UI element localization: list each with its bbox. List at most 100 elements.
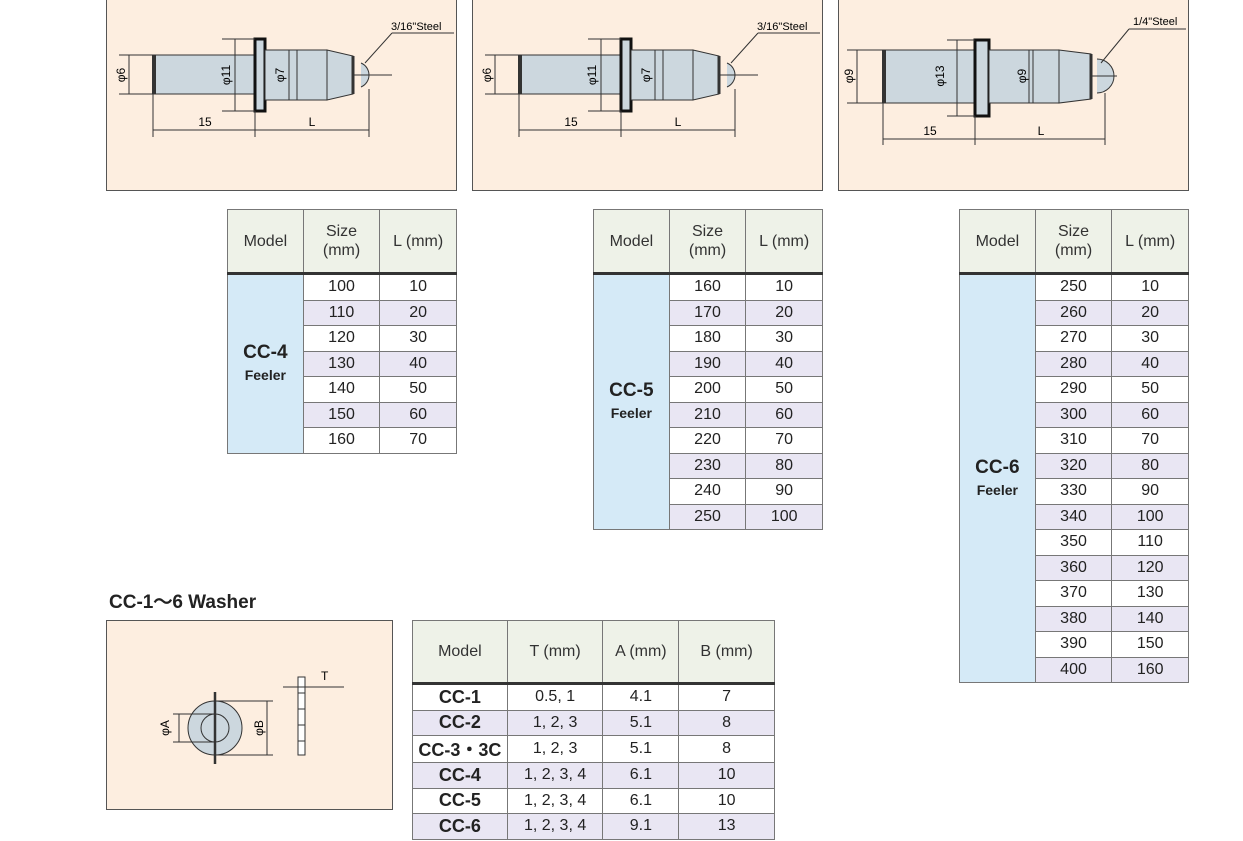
dim-shank: φ9 [842, 68, 856, 83]
dim-variable-length: L [675, 115, 682, 129]
size-cell: 360 [1034, 554, 1113, 581]
size-cell: 330 [1034, 478, 1113, 505]
b-cell: 10 [678, 762, 775, 789]
size-cell: 140 [302, 376, 381, 403]
size-cell: 310 [1034, 427, 1113, 454]
l-cell: 20 [745, 299, 823, 326]
table-header: Model T (mm) A (mm) B (mm) [412, 620, 775, 685]
model-name: CC-6 [975, 456, 1020, 478]
a-cell: 4.1 [602, 683, 680, 711]
size-cell: 190 [668, 350, 747, 377]
washer-drawing: T φA φB [158, 669, 344, 764]
dim-inner-diameter: φA [158, 720, 172, 736]
size-cell: 250 [1034, 273, 1113, 301]
header-model: Model [412, 620, 508, 685]
l-cell: 90 [745, 478, 823, 505]
dim-variable-length: L [309, 115, 316, 129]
size-cell: 160 [668, 273, 747, 301]
size-cell: 220 [668, 427, 747, 454]
dim-thickness: T [321, 669, 329, 683]
table-header: Model Size(mm) L (mm) [959, 209, 1189, 275]
size-cell: 320 [1034, 452, 1113, 479]
size-cell: 170 [668, 299, 747, 326]
model-cell: CC-6 [412, 813, 508, 840]
l-cell: 20 [379, 299, 457, 326]
pin-drawing-panel-2: 3/16"Steel φ6 φ11 φ7 15 L [472, 0, 823, 191]
size-cell: 290 [1034, 376, 1113, 403]
dim-body: φ7 [273, 67, 287, 82]
header-t-mm: T (mm) [506, 620, 604, 685]
header-a-mm: A (mm) [602, 620, 680, 685]
pin-drawing-2: 3/16"Steel φ6 φ11 φ7 15 L [480, 21, 820, 137]
b-cell: 7 [678, 683, 775, 711]
washer-section-title: CC-1〜6 Washer [109, 592, 257, 613]
dim-variable-length: L [1038, 124, 1045, 138]
size-cell: 400 [1034, 656, 1113, 683]
t-cell: 0.5, 1 [506, 683, 604, 711]
model-subtitle: Feeler [976, 481, 1018, 498]
pin-drawing-1: 3/16"Steel φ6 φ11 φ7 15 L [114, 21, 454, 137]
b-cell: 10 [678, 787, 775, 814]
model-cell: CC-2 [412, 709, 508, 736]
a-cell: 5.1 [602, 735, 680, 763]
ball-label: 3/16"Steel [757, 21, 807, 33]
l-cell: 30 [745, 325, 823, 352]
b-cell: 8 [678, 735, 775, 763]
l-cell: 110 [1111, 529, 1189, 556]
a-cell: 9.1 [602, 813, 680, 840]
dim-flange: φ13 [933, 65, 947, 86]
table-header: Model Size(mm) L (mm) [593, 209, 823, 275]
size-cell: 160 [302, 427, 381, 454]
pin-drawing-3: 1/4"Steel φ9 φ13 φ9 15 L [842, 16, 1186, 145]
model-cell: CC-5 [412, 787, 508, 814]
size-cell: 210 [668, 401, 747, 428]
size-cell: 240 [668, 478, 747, 505]
t-cell: 1, 2, 3 [506, 735, 604, 763]
model-cell: CC-1 [412, 683, 508, 711]
header-size: Size(mm) [302, 209, 381, 275]
header-size: Size(mm) [668, 209, 747, 275]
size-cell: 200 [668, 376, 747, 403]
size-cell: 110 [302, 299, 381, 326]
l-cell: 160 [1111, 656, 1189, 683]
l-cell: 20 [1111, 299, 1189, 326]
model-name: CC-5 [609, 380, 654, 401]
header-model: Model [959, 209, 1036, 275]
l-cell: 60 [745, 401, 823, 428]
l-cell: 90 [1111, 478, 1189, 505]
t-cell: 1, 2, 3, 4 [506, 787, 604, 814]
l-cell: 50 [745, 376, 823, 403]
t-cell: 1, 2, 3, 4 [506, 813, 604, 840]
header-size: Size(mm) [1034, 209, 1113, 275]
l-cell: 70 [1111, 427, 1189, 454]
b-cell: 8 [678, 709, 775, 736]
dim-fixed-length: 15 [923, 124, 937, 138]
size-cell: 230 [668, 452, 747, 479]
l-cell: 50 [379, 376, 457, 403]
size-cell: 260 [1034, 299, 1113, 326]
a-cell: 6.1 [602, 787, 680, 814]
size-cell: 340 [1034, 503, 1113, 530]
model-cell: CC-4 [412, 762, 508, 789]
